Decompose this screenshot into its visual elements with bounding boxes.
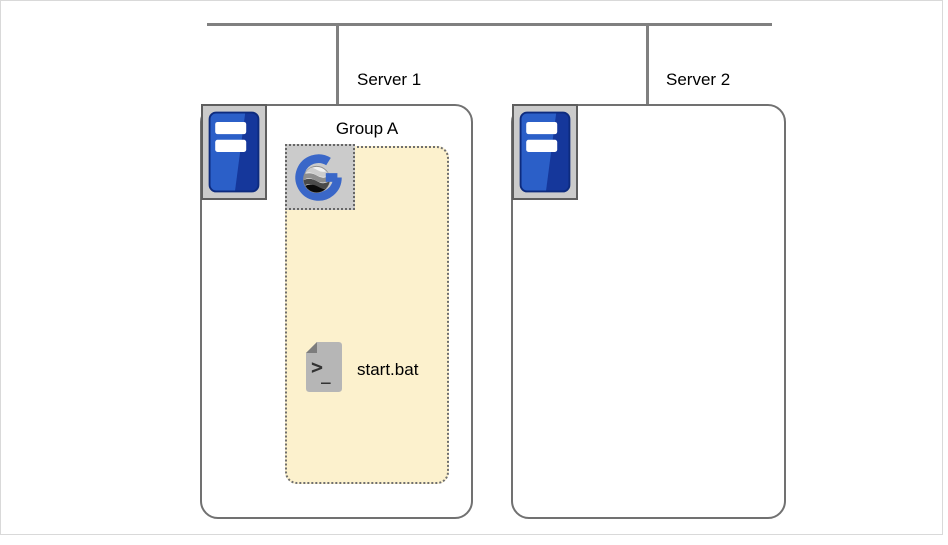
server-tower-icon bbox=[519, 111, 571, 193]
batch-file-icon: > _ bbox=[306, 342, 342, 392]
svg-text:>: > bbox=[311, 355, 323, 379]
geoserver-logo-icon bbox=[295, 154, 342, 201]
canvas-frame bbox=[0, 0, 943, 535]
server2-label: Server 2 bbox=[666, 70, 731, 89]
svg-text:_: _ bbox=[321, 365, 331, 384]
server1-icon-plaque bbox=[201, 104, 267, 200]
server2-icon-plaque bbox=[512, 104, 578, 200]
group-a-label: Group A bbox=[335, 119, 399, 138]
start-bat-label: start.bat bbox=[357, 360, 419, 379]
server1-connector-line bbox=[336, 23, 339, 105]
server-tower-icon bbox=[208, 111, 260, 193]
geoserver-logo-plaque bbox=[285, 144, 355, 210]
server2-connector-line bbox=[646, 23, 649, 105]
network-bus-line bbox=[207, 23, 772, 26]
server1-label: Server 1 bbox=[357, 70, 422, 89]
